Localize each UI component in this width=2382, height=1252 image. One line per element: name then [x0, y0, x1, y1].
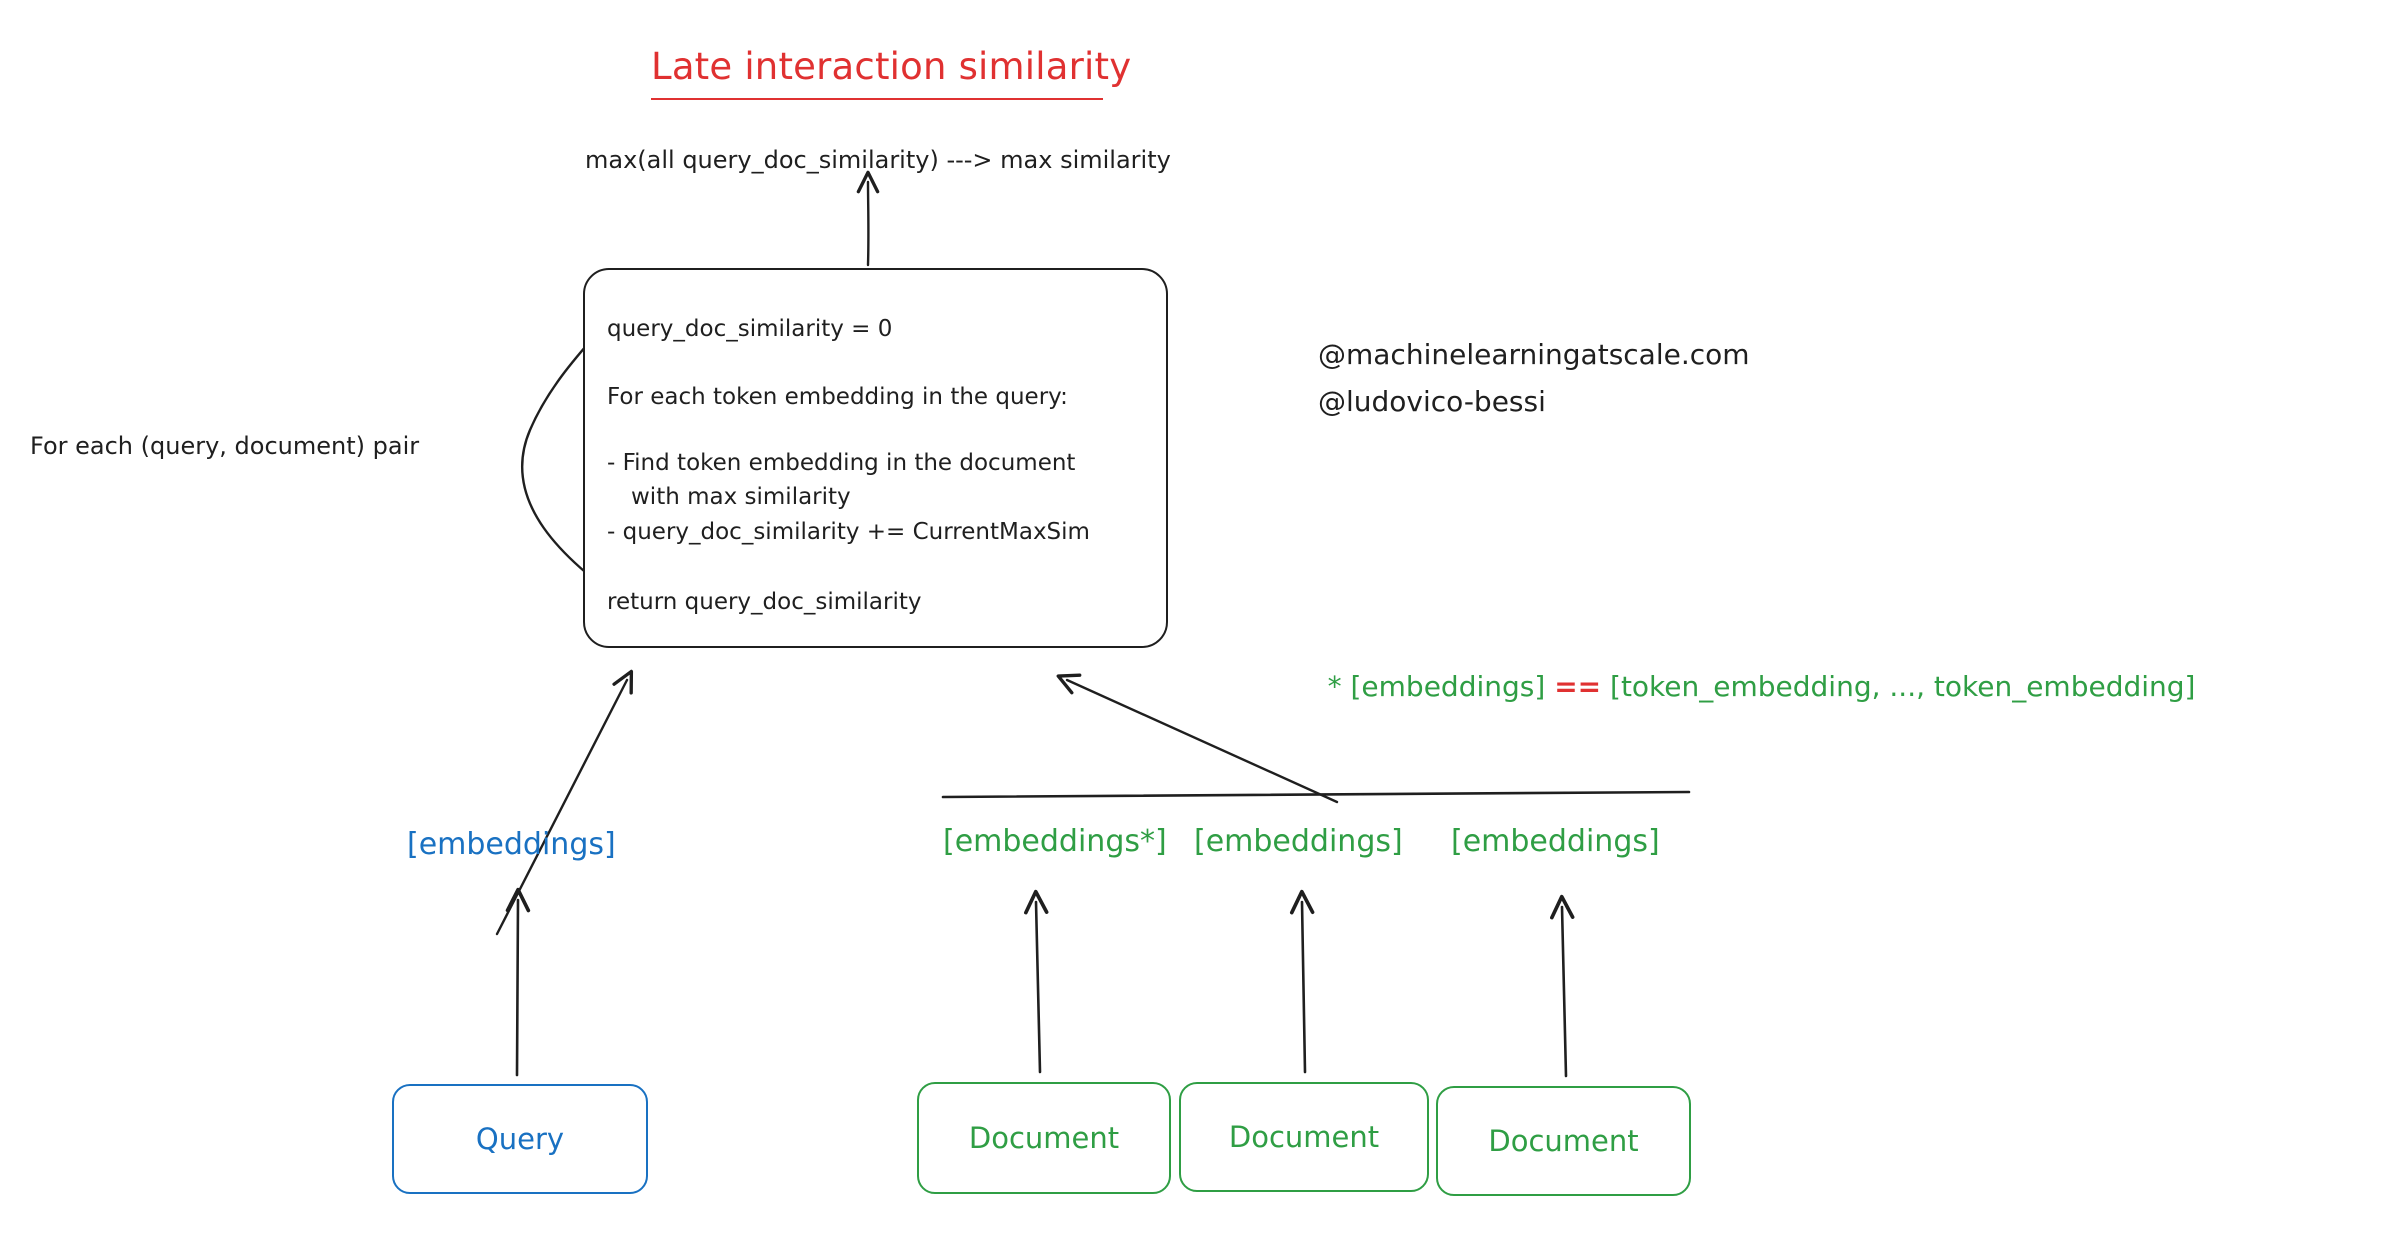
pseudocode-box [583, 268, 1168, 648]
footnote-equals-operator: == [1554, 670, 1602, 703]
query-box-label: Query [475, 1122, 565, 1156]
attribution-handle: @ludovico-bessi [1318, 385, 1546, 418]
arrow-document-box-0-to-embeddings [1024, 889, 1049, 1074]
document-embeddings-label-2: [embeddings] [1451, 824, 1660, 859]
document-box-0: Document [917, 1082, 1171, 1194]
document-box-1: Document [1179, 1082, 1429, 1192]
document-box-2: Document [1436, 1086, 1691, 1196]
pseudocode-line-with-max-similarity: with max similarity [631, 484, 851, 510]
arrow-query-box-to-embeddings [505, 887, 531, 1077]
diagram-title: Late interaction similarity [651, 45, 1132, 88]
arrow-document-box-2-to-embeddings [1550, 894, 1575, 1078]
arrow-query-embeddings-to-box [495, 669, 634, 936]
pseudocode-line-return: return query_doc_similarity [607, 589, 922, 615]
query-box: Query [392, 1084, 648, 1194]
embeddings-footnote: * [embeddings] == [token_embedding, ...,… [1292, 645, 2196, 729]
max-similarity-formula: max(all query_doc_similarity) ---> max s… [585, 146, 1171, 174]
query-embeddings-label: [embeddings] [407, 827, 616, 862]
document-group-line [941, 790, 1691, 799]
footnote-suffix: [token_embedding, ..., token_embedding] [1601, 670, 2196, 703]
attribution-site: @machinelearningatscale.com [1318, 338, 1750, 371]
pseudocode-line-init: query_doc_similarity = 0 [607, 316, 893, 342]
pseudocode-line-find-token: - Find token embedding in the document [607, 450, 1076, 476]
document-box-label-0: Document [968, 1121, 1120, 1155]
pseudocode-line-accumulate: - query_doc_similarity += CurrentMaxSim [607, 519, 1090, 545]
document-box-label-1: Document [1228, 1120, 1380, 1154]
arrow-document-box-1-to-embeddings [1289, 889, 1315, 1074]
footnote-prefix: * [embeddings] [1327, 670, 1555, 703]
title-underline [651, 98, 1103, 100]
loop-label: For each (query, document) pair [30, 432, 420, 460]
pseudocode-line-for-each: For each token embedding in the query: [607, 384, 1068, 410]
document-embeddings-label-0: [embeddings*] [943, 824, 1167, 859]
document-box-label-2: Document [1488, 1124, 1639, 1158]
document-embeddings-label-1: [embeddings] [1194, 824, 1403, 859]
